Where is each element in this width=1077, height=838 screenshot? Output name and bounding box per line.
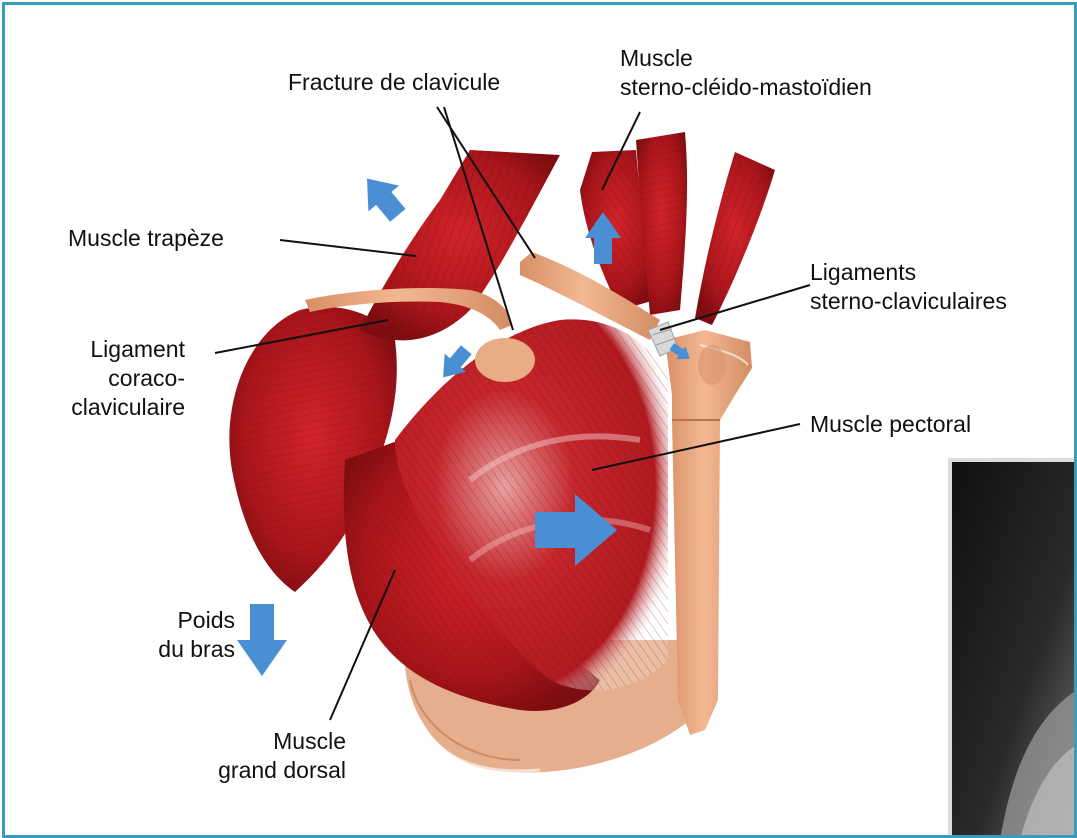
sternum-bone	[665, 330, 752, 735]
ligaments-sc-label: Ligaments sterno-claviculaires	[810, 258, 1007, 316]
scm-label-line2: sterno-cléido-mastoïdien	[620, 73, 872, 102]
grand-dorsal-line2: grand dorsal	[180, 756, 346, 785]
fracture-label: Fracture de clavicule	[288, 68, 500, 97]
trapeze-leader	[280, 240, 416, 256]
pectoral-label: Muscle pectoral	[810, 410, 971, 439]
xray-inset	[950, 460, 1077, 838]
humeral-head	[475, 338, 535, 382]
ligament-cc-line3: claviculaire	[30, 393, 185, 422]
scm-label: Muscle sterno-cléido-mastoïdien	[620, 44, 872, 102]
grand-dorsal-line1: Muscle	[180, 727, 346, 756]
scm-label-line1: Muscle	[620, 44, 872, 73]
ligament-cc-line2: coraco-	[30, 364, 185, 393]
arm-weight-arrow	[237, 604, 287, 676]
trapezius-muscle	[360, 150, 560, 340]
poids-label: Poids du bras	[110, 606, 235, 664]
ligament-cc-line1: Ligament	[30, 335, 185, 364]
poids-line1: Poids	[110, 606, 235, 635]
trapeze-pull-arrow	[352, 166, 413, 228]
ligaments-sc-line1: Ligaments	[810, 258, 1007, 287]
ligament-cc-label: Ligament coraco- claviculaire	[30, 335, 185, 422]
ligaments-sc-line2: sterno-claviculaires	[810, 287, 1007, 316]
grand-dorsal-label: Muscle grand dorsal	[180, 727, 346, 785]
ligaments-sc-leader	[660, 285, 810, 330]
trapeze-label: Muscle trapèze	[68, 224, 224, 253]
poids-line2: du bras	[110, 635, 235, 664]
